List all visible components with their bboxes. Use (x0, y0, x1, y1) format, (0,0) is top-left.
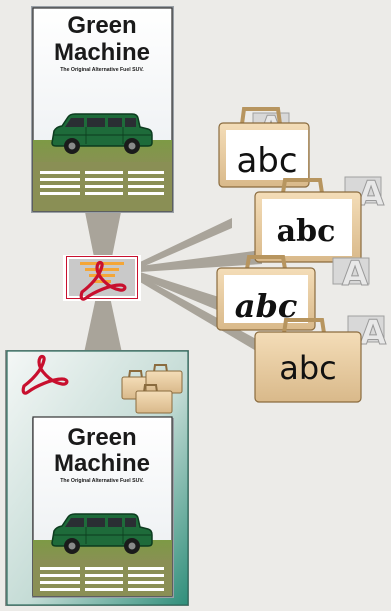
font-case-3: A abc (216, 254, 370, 331)
poster-title-line1: Green (67, 424, 136, 451)
connector-acrobat-to-bottom-poster (84, 297, 122, 353)
font-a-icon: A (360, 313, 387, 353)
pdf-package: Green Machine The Original Alternative F… (5, 350, 189, 606)
font-a-icon: A (358, 174, 385, 214)
poster-text-lines-icon (40, 171, 164, 195)
font-case-label: abc (279, 349, 337, 387)
font-cases-icon (121, 364, 183, 414)
connector-to-case-3 (140, 272, 222, 312)
connector-to-case-2 (140, 250, 262, 272)
poster-title-line1: Green (67, 12, 136, 39)
acrobat-logo-icon (63, 255, 141, 301)
font-case-1: A abc (218, 107, 310, 188)
font-case-label: abc (277, 214, 336, 249)
poster-title-line2: Machine (54, 39, 150, 66)
poster-subtitle: The Original Alternative Fuel SUV. (60, 478, 144, 484)
poster-top: Green Machine The Original Alternative F… (31, 6, 174, 213)
font-case-label: abc (236, 141, 297, 181)
connector-group (84, 212, 262, 353)
poster-text-lines-icon (40, 567, 164, 591)
font-case-4: A abc (254, 313, 387, 403)
font-case-2: A abc (254, 174, 385, 263)
connector-to-case-4 (140, 276, 258, 352)
font-a-icon: A (342, 254, 369, 294)
poster-subtitle: The Original Alternative Fuel SUV. (60, 67, 144, 73)
connector-to-case-1 (140, 218, 232, 268)
connector-top-poster-to-acrobat (85, 212, 121, 257)
poster-bottom: Green Machine The Original Alternative F… (32, 416, 174, 598)
poster-title-line2: Machine (54, 450, 150, 477)
